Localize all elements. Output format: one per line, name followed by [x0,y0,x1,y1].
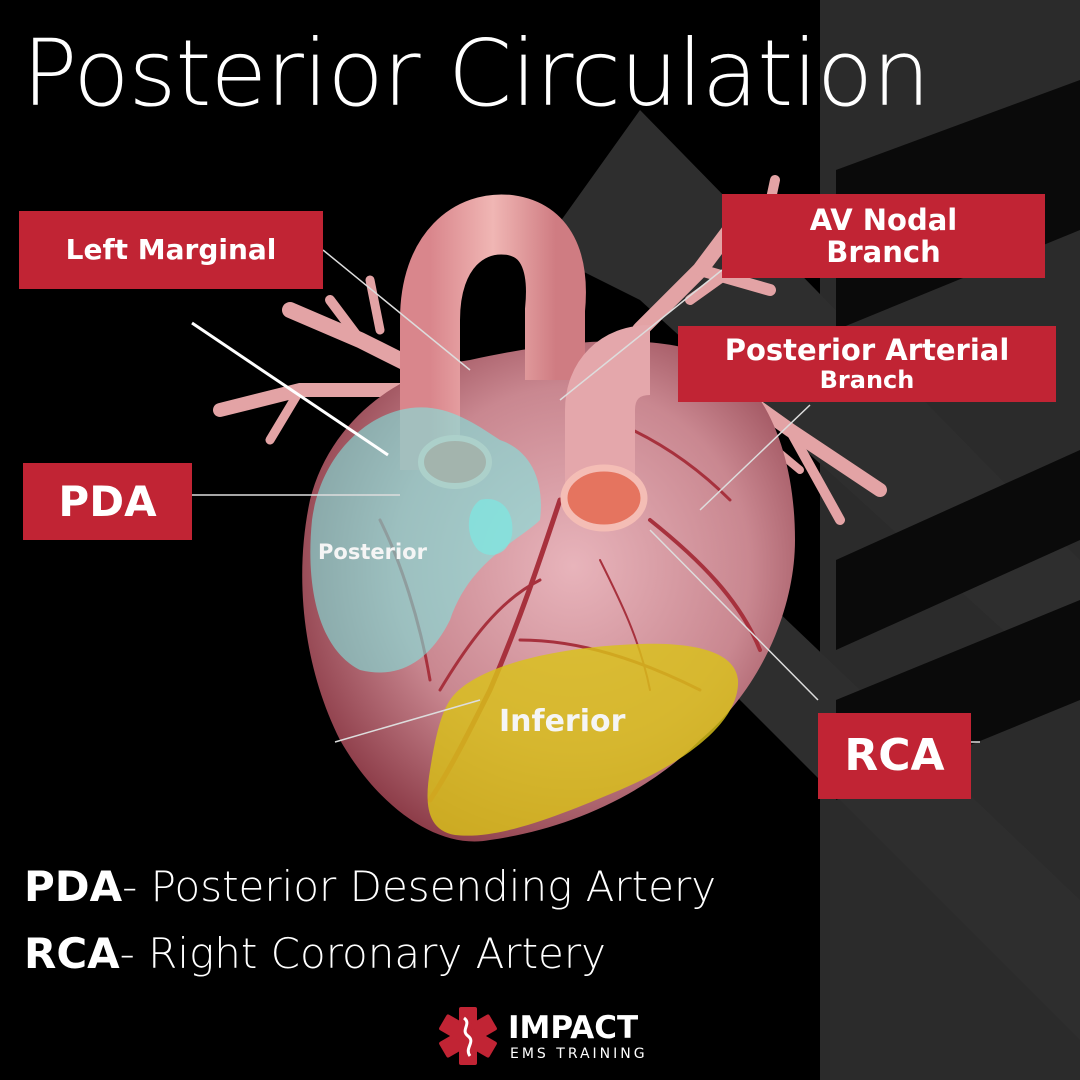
posterior-region-label: Posterior [318,540,427,564]
pulmonary-trunk-opening [560,464,648,532]
left-marginal-label-text: Left Marginal [65,233,277,267]
legend-text: - Right Coronary Artery [119,929,606,978]
av-nodal-label-line1: AV Nodal [809,202,958,237]
page-title: Posterior Circulation [22,20,930,127]
left-marginal-label: Left Marginal [19,211,323,289]
av-nodal-label-line2: Branch [826,235,941,269]
aorta [400,194,586,470]
legend-item-pda: PDA- Posterior Desending Artery [24,866,716,908]
pulmonary-trunk [565,325,653,490]
posterior-region-detail [468,499,513,555]
impact-logo: IMPACT EMS TRAINING [436,1006,676,1066]
av-nodal-branch-label: AV Nodal Branch [722,194,1045,278]
legend-text: - Posterior Desending Artery [122,862,717,911]
posterior-arterial-branch-label: Posterior Arterial Branch [678,326,1056,402]
inferior-region [427,643,739,836]
background-notch-2 [836,450,1080,650]
legend-item-rca: RCA- Right Coronary Artery [24,933,606,975]
pda-label-text: PDA [58,476,157,526]
star-of-life-icon [439,1007,497,1065]
brand-tagline: EMS TRAINING [510,1046,648,1062]
inferior-region-label: Inferior [499,704,626,739]
legend-abbr: PDA [24,862,123,911]
pointer-lines [191,249,980,743]
legend-abbr: RCA [24,929,120,978]
pda-label: PDA [23,463,192,540]
rca-label: RCA [818,713,971,799]
posterior-region [310,407,541,673]
brand-name: IMPACT [508,1010,639,1046]
posterior-arterial-label-line2: Branch [819,365,915,394]
rca-label-text: RCA [844,730,945,782]
posterior-arterial-label-line1: Posterior Arterial [724,333,1010,368]
